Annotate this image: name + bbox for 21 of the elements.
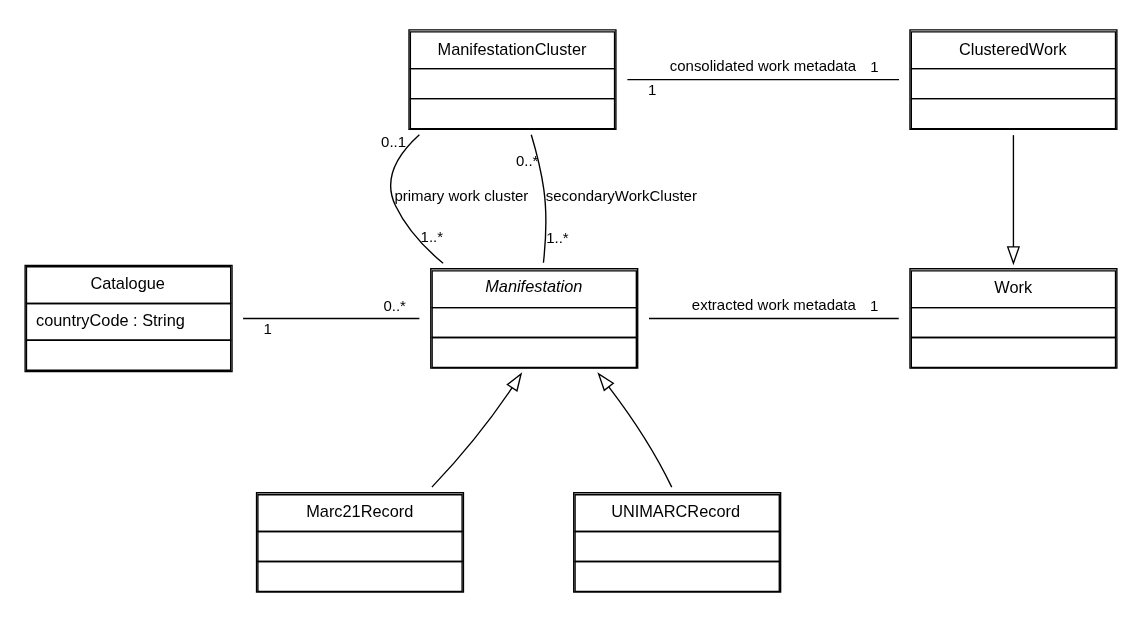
label: 1..*	[420, 227, 444, 245]
arrow	[431, 371, 523, 488]
arrow	[1006, 133, 1021, 265]
connector	[648, 317, 900, 319]
edge-label: extracted work metadata	[691, 295, 856, 313]
arrow	[597, 371, 673, 488]
label: 0..*	[383, 296, 406, 314]
label: 0..1	[381, 132, 407, 150]
connector	[390, 133, 444, 264]
label: 0..*	[515, 151, 539, 169]
edge-label: consolidated work metadata	[669, 56, 857, 74]
label: 1	[869, 296, 879, 314]
edge-label: primary work cluster	[394, 186, 529, 204]
connector	[626, 78, 900, 80]
label: 1	[263, 319, 272, 337]
label: 1..*	[546, 228, 569, 246]
connector	[242, 317, 421, 319]
connector	[530, 133, 547, 263]
label: 1	[870, 57, 879, 75]
edge-label: secondaryWorkCluster	[545, 186, 697, 204]
label: 1	[647, 80, 657, 98]
